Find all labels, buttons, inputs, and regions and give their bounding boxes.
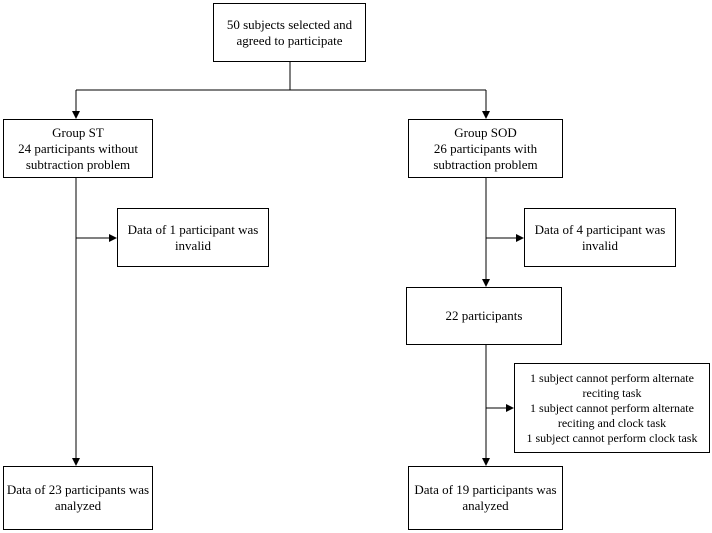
sod-excluded-line-2: reciting task xyxy=(582,385,642,400)
st-analyzed-line-2: analyzed xyxy=(54,498,102,513)
enrolled-line-2: agreed to participate xyxy=(236,32,343,48)
group-sod-line-2: 26 participants with xyxy=(433,140,538,156)
group-st-title: Group ST xyxy=(52,124,104,140)
sod-excluded-line-3: 1 subject cannot perform alternate xyxy=(530,400,694,415)
sod-analyzed-line-1: Data of 19 participants was xyxy=(414,482,557,497)
st-invalid-line-2: invalid xyxy=(174,237,212,253)
enrolled-box: 50 subjects selected and agreed to parti… xyxy=(213,3,366,62)
group-sod-title: Group SOD xyxy=(454,124,517,140)
enrolled-line-1: 50 subjects selected and xyxy=(226,16,353,32)
sod-excluded-line-1: 1 subject cannot perform alternate xyxy=(530,370,694,385)
sod-invalid-line-1: Data of 4 participant was xyxy=(534,221,666,237)
group-sod-box: Group SOD 26 participants with subtracti… xyxy=(408,119,563,178)
sod-analyzed-line-2: analyzed xyxy=(462,498,509,513)
sod-excluded-line-5: 1 subject cannot perform clock task xyxy=(526,430,698,445)
sod-analyzed-box: Data of 19 participants was analyzed xyxy=(408,466,563,530)
group-st-box: Group ST 24 participants without subtrac… xyxy=(3,119,153,178)
group-st-line-2: 24 participants without xyxy=(18,140,138,156)
sod-remaining-box: 22 participants xyxy=(406,287,562,345)
st-analyzed-box: Data of 23 participants was analyzed xyxy=(3,466,153,530)
sod-remaining-line-1: 22 participants xyxy=(445,308,523,323)
sod-invalid-box: Data of 4 participant was invalid xyxy=(524,208,676,267)
sod-excluded-line-4: reciting and clock task xyxy=(557,415,667,430)
sod-excluded-box: 1 subject cannot perform alternate recit… xyxy=(514,363,710,453)
st-invalid-box: Data of 1 participant was invalid xyxy=(117,208,269,267)
group-sod-line-3: subtraction problem xyxy=(433,156,538,172)
st-invalid-line-1: Data of 1 participant was xyxy=(127,221,259,237)
st-analyzed-line-1: Data of 23 participants was xyxy=(6,482,150,497)
group-st-line-3: subtraction problem xyxy=(25,156,131,172)
sod-invalid-line-2: invalid xyxy=(581,237,619,253)
